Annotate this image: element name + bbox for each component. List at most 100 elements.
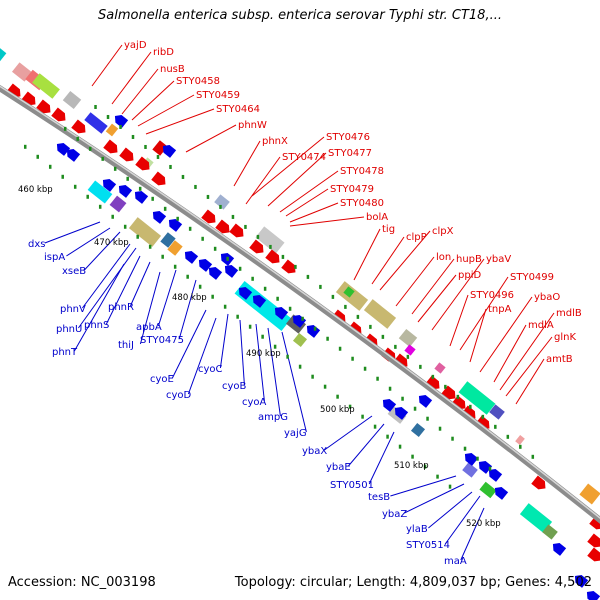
label-pointer — [44, 221, 101, 244]
gene-block — [128, 217, 162, 247]
tick-mark — [94, 104, 97, 109]
gene-block — [519, 503, 553, 533]
tick-mark — [223, 304, 227, 309]
gene-label-ybax: ybaX — [302, 446, 327, 457]
tick-mark — [301, 316, 304, 321]
tick-mark — [206, 194, 210, 199]
tick-mark — [344, 304, 347, 309]
tick-mark — [186, 274, 189, 279]
gene-label-ybav: ybaV — [486, 254, 511, 265]
gene-label-phnv: phnV — [60, 304, 86, 315]
label-pointer — [178, 279, 197, 340]
reverse-gene-arrow — [134, 190, 149, 204]
forward-gene-arrow — [229, 223, 244, 238]
gene-block — [0, 38, 7, 66]
map-title: Salmonella enterica subsp. enterica sero… — [98, 8, 502, 23]
tick-mark — [438, 426, 442, 431]
tick-mark — [311, 374, 314, 379]
label-pointer — [348, 423, 385, 467]
tick-mark — [176, 216, 179, 221]
tick-mark — [151, 196, 154, 201]
gene-label-phnx: phnX — [262, 136, 288, 147]
tick-mark — [423, 464, 427, 469]
label-pointer — [460, 507, 485, 561]
tick-mark — [413, 406, 417, 411]
reverse-gene-arrow — [478, 460, 493, 474]
label-pointer — [431, 258, 485, 331]
gene-block — [87, 180, 113, 204]
tick-mark — [401, 396, 404, 401]
forward-gene-arrow — [215, 219, 230, 234]
gene-label-sty0514: STY0514 — [406, 540, 450, 551]
tick-mark — [36, 154, 39, 159]
gene-label-ylab: ylaB — [406, 524, 428, 535]
position-ticks — [23, 104, 535, 489]
gene-label-sty0480: STY0480 — [340, 198, 384, 209]
tick-mark — [319, 284, 322, 289]
label-pointer — [324, 415, 373, 451]
tick-mark — [388, 386, 392, 391]
label-pointer — [285, 188, 329, 217]
gene-block — [32, 73, 60, 99]
gene-label-ribd: ribD — [153, 47, 174, 58]
tick-mark — [226, 256, 229, 261]
tick-mark — [219, 204, 222, 209]
gene-block — [462, 462, 478, 478]
reverse-gene-arrow — [418, 394, 433, 408]
label-pointers — [44, 44, 555, 561]
forward-gene-arrow — [36, 99, 51, 114]
gene-label-cyoa: cyoA — [242, 397, 267, 408]
label-pointer — [255, 323, 265, 402]
tick-mark — [138, 186, 142, 191]
tick-mark — [73, 184, 77, 189]
label-pointer — [469, 308, 487, 363]
gene-label-clpx: clpX — [432, 226, 454, 237]
label-pointer — [171, 309, 207, 379]
gene-label-amtb: amtB — [546, 354, 573, 365]
gene-block — [214, 194, 230, 210]
label-pointer — [267, 327, 281, 417]
reverse-gene-arrow — [66, 148, 81, 162]
tick-mark — [369, 324, 372, 329]
label-pointer — [411, 258, 455, 315]
kbp-label: 500 kbp — [320, 405, 355, 415]
gene-block — [343, 286, 355, 298]
gene-label-phnw: phnW — [238, 120, 267, 131]
reverse-gene-arrow — [114, 114, 129, 128]
label-pointer — [459, 276, 509, 351]
gene-label-phns: phnS — [84, 320, 109, 331]
tick-mark — [188, 226, 192, 231]
gene-label-ampg: ampG — [258, 412, 288, 423]
tick-mark — [338, 346, 342, 351]
gene-label-ybaz: ybaZ — [382, 509, 407, 520]
gene-label-tnpa: tnpA — [488, 304, 512, 315]
label-pointer — [395, 256, 435, 307]
tick-mark — [48, 164, 52, 169]
gene-block — [489, 404, 505, 420]
gene-label-sty0459: STY0459 — [196, 90, 240, 101]
gene-block — [292, 332, 308, 348]
gene-block — [152, 140, 168, 156]
gene-label-sty0458: STY0458 — [176, 76, 220, 87]
tick-mark — [213, 246, 217, 251]
label-pointer — [105, 255, 141, 325]
gene-label-mdlb: mdlB — [556, 308, 582, 319]
label-pointer — [368, 431, 395, 485]
tick-mark — [88, 146, 92, 151]
kbp-label: 510 kbp — [394, 461, 429, 471]
gene-label-phnt: phnT — [52, 347, 78, 358]
gene-block — [160, 232, 176, 248]
gene-block — [434, 362, 446, 374]
reverse-gene-arrow — [394, 406, 409, 420]
gene-block — [167, 240, 183, 256]
tick-mark — [263, 286, 267, 291]
gene-label-yajd: yajD — [124, 40, 147, 51]
gene-label-sty0496: STY0496 — [470, 290, 514, 301]
tick-mark — [136, 234, 139, 239]
tick-mark — [531, 454, 535, 459]
tick-mark — [231, 214, 235, 219]
tick-mark — [101, 156, 104, 161]
gene-label-mdla: mdlA — [528, 320, 554, 331]
tick-mark — [276, 296, 279, 301]
